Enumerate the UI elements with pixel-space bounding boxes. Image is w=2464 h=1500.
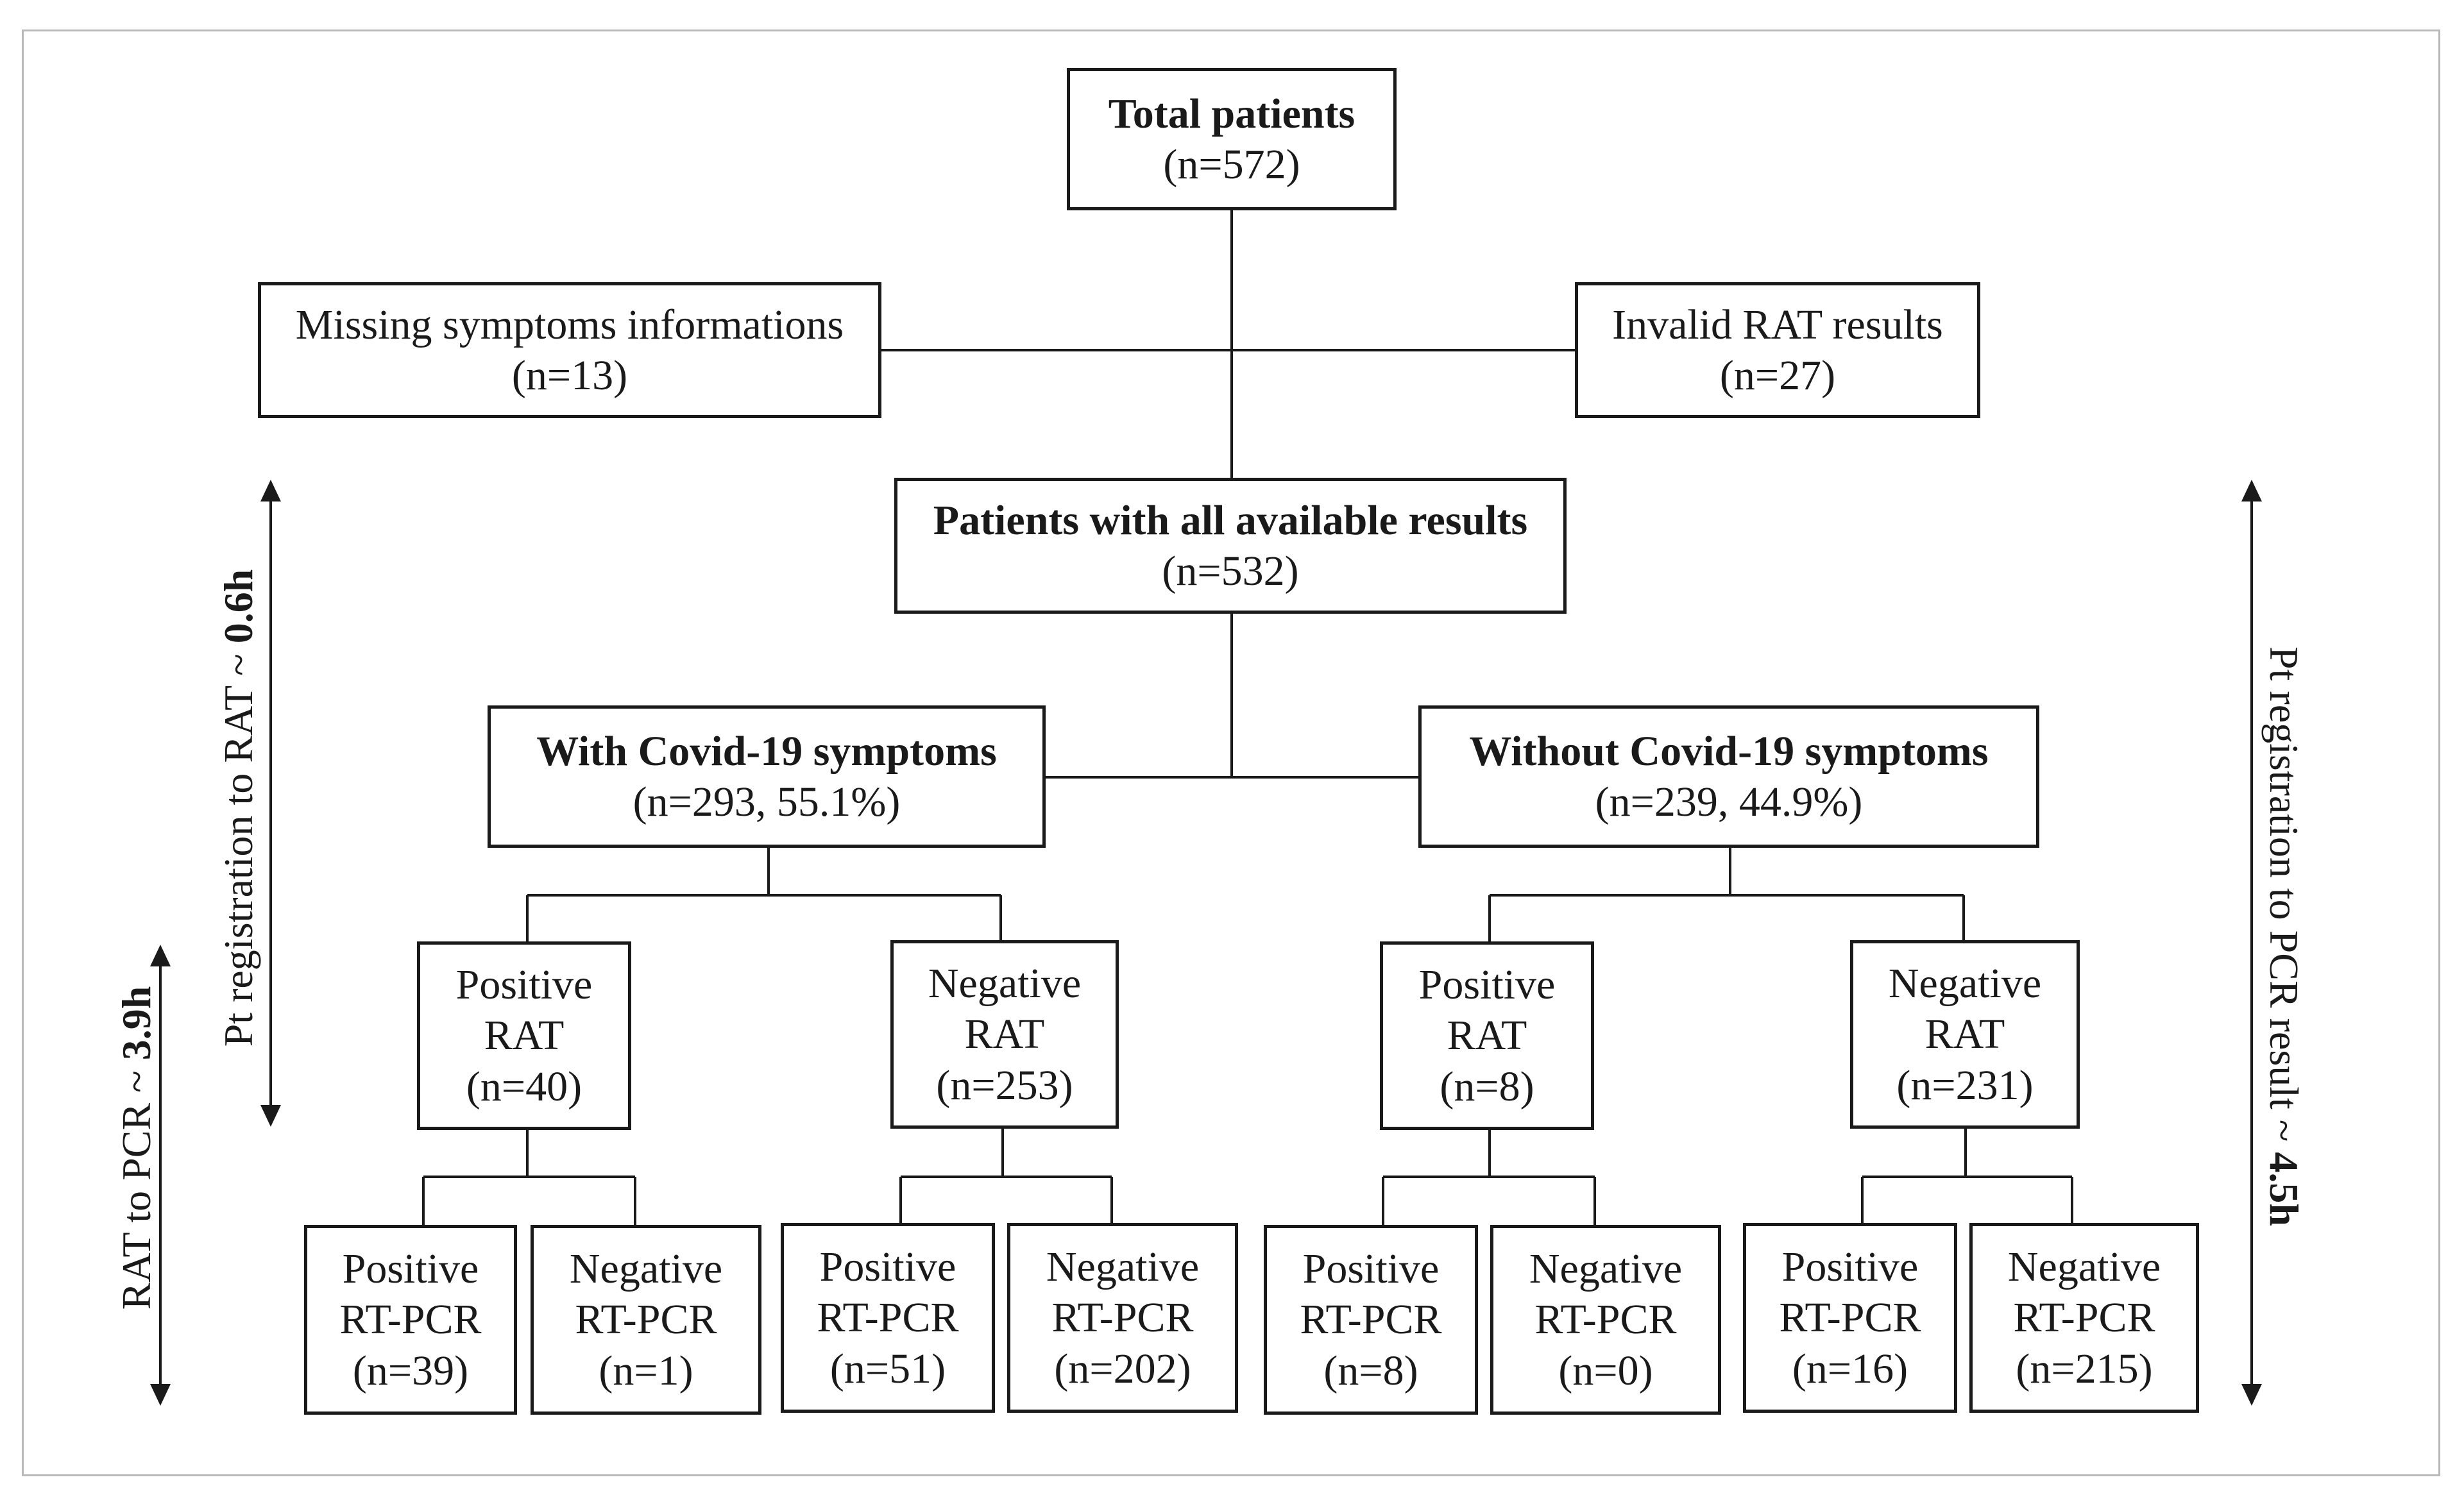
rat-test-label: RAT bbox=[964, 1011, 1045, 1058]
invalid-rat-count: (n=27) bbox=[1719, 352, 1836, 399]
pcr-count: (n=1) bbox=[599, 1347, 693, 1394]
rat-result-label: Negative bbox=[1888, 960, 2042, 1007]
pcr-count: (n=8) bbox=[1323, 1347, 1418, 1394]
timing-text: RAT to PCR ~ bbox=[114, 1060, 159, 1310]
missing-symptoms-box: Missing symptoms informations (n=13) bbox=[258, 282, 881, 418]
reg-to-pcr-label: Pt registration to PCR result ~ 4.5h bbox=[2260, 646, 2307, 1226]
invalid-rat-label: Invalid RAT results bbox=[1612, 301, 1943, 348]
without-symptoms-count: (n=239, 44.9%) bbox=[1595, 779, 1863, 825]
available-results-box: Patients with all available results (n=5… bbox=[894, 478, 1567, 614]
timing-value: 3.9h bbox=[114, 986, 159, 1061]
pcr-result-label: Positive bbox=[342, 1245, 479, 1293]
pcr-count: (n=39) bbox=[352, 1347, 469, 1394]
available-results-count: (n=532) bbox=[1162, 548, 1299, 594]
timing-value: 0.6h bbox=[216, 569, 261, 644]
pcr-test-label: RT-PCR bbox=[2013, 1294, 2155, 1342]
total-patients-box: Total patients (n=572) bbox=[1067, 68, 1397, 210]
timing-text: Pt registration to PCR result ~ bbox=[2261, 646, 2307, 1152]
arrowhead-icon bbox=[2241, 1384, 2262, 1406]
without-negative-rat-box: Negative RAT (n=231) bbox=[1850, 940, 2080, 1129]
with-symptoms-count: (n=293, 55.1%) bbox=[633, 779, 901, 825]
rat-count: (n=40) bbox=[466, 1063, 582, 1110]
without-symptoms-box: Without Covid-19 symptoms (n=239, 44.9%) bbox=[1418, 705, 2039, 848]
rat-test-label: RAT bbox=[484, 1012, 565, 1059]
pcr-test-label: RT-PCR bbox=[339, 1296, 482, 1344]
pcr-result-label: Positive bbox=[1781, 1243, 1919, 1291]
pcr-count: (n=16) bbox=[1792, 1345, 1908, 1392]
without-negrat-neg-pcr-box: Negative RT-PCR (n=215) bbox=[1969, 1223, 2199, 1413]
rat-count: (n=231) bbox=[1896, 1061, 2034, 1109]
rat-count: (n=8) bbox=[1440, 1063, 1534, 1110]
invalid-rat-box: Invalid RAT results (n=27) bbox=[1575, 282, 1980, 418]
pcr-count: (n=202) bbox=[1054, 1345, 1191, 1392]
with-symptoms-title: With Covid-19 symptoms bbox=[536, 727, 997, 775]
pcr-test-label: RT-PCR bbox=[1300, 1296, 1442, 1344]
without-symptoms-title: Without Covid-19 symptoms bbox=[1469, 727, 1989, 775]
arrowhead-icon bbox=[260, 1105, 281, 1127]
rat-result-label: Negative bbox=[928, 960, 1082, 1007]
with-posrat-neg-pcr-box: Negative RT-PCR (n=1) bbox=[531, 1225, 761, 1415]
pcr-result-label: Positive bbox=[1302, 1245, 1440, 1293]
with-negrat-neg-pcr-box: Negative RT-PCR (n=202) bbox=[1007, 1223, 1238, 1413]
pcr-result-label: Negative bbox=[1529, 1245, 1683, 1293]
available-results-title: Patients with all available results bbox=[933, 496, 1528, 544]
without-negrat-pos-pcr-box: Positive RT-PCR (n=16) bbox=[1743, 1223, 1957, 1413]
with-symptoms-box: With Covid-19 symptoms (n=293, 55.1%) bbox=[488, 705, 1046, 848]
pcr-test-label: RT-PCR bbox=[1051, 1294, 1194, 1342]
arrowhead-icon bbox=[150, 945, 171, 966]
total-patients-count: (n=572) bbox=[1163, 141, 1300, 188]
pcr-result-label: Positive bbox=[819, 1243, 956, 1291]
with-negrat-pos-pcr-box: Positive RT-PCR (n=51) bbox=[781, 1223, 995, 1413]
pcr-count: (n=0) bbox=[1558, 1347, 1653, 1394]
pcr-result-label: Negative bbox=[1046, 1243, 1200, 1291]
with-negative-rat-box: Negative RAT (n=253) bbox=[890, 940, 1119, 1129]
timing-value: 4.5h bbox=[2261, 1152, 2307, 1226]
rat-result-label: Positive bbox=[455, 961, 593, 1009]
pcr-test-label: RT-PCR bbox=[1779, 1294, 1921, 1342]
rat-result-label: Positive bbox=[1418, 961, 1556, 1009]
with-positive-rat-box: Positive RAT (n=40) bbox=[417, 941, 631, 1130]
rat-to-pcr-label: RAT to PCR ~ 3.9h bbox=[113, 986, 160, 1310]
pcr-count: (n=51) bbox=[829, 1345, 946, 1392]
rat-test-label: RAT bbox=[1447, 1012, 1527, 1059]
figure-frame bbox=[22, 29, 2440, 1476]
timing-text: Pt registration to RAT ~ bbox=[216, 643, 261, 1047]
total-patients-title: Total patients bbox=[1108, 90, 1355, 137]
reg-to-rat-label: Pt registration to RAT ~ 0.6h bbox=[215, 569, 262, 1047]
pcr-result-label: Negative bbox=[569, 1245, 723, 1293]
rat-test-label: RAT bbox=[1924, 1011, 2005, 1058]
pcr-result-label: Negative bbox=[2007, 1243, 2161, 1291]
pcr-count: (n=215) bbox=[2016, 1345, 2153, 1392]
pcr-test-label: RT-PCR bbox=[575, 1296, 717, 1344]
pcr-test-label: RT-PCR bbox=[1534, 1296, 1677, 1344]
arrowhead-icon bbox=[2241, 480, 2262, 501]
with-posrat-pos-pcr-box: Positive RT-PCR (n=39) bbox=[304, 1225, 517, 1415]
without-positive-rat-box: Positive RAT (n=8) bbox=[1380, 941, 1594, 1130]
without-posrat-neg-pcr-box: Negative RT-PCR (n=0) bbox=[1490, 1225, 1721, 1415]
arrowhead-icon bbox=[260, 480, 281, 501]
arrowhead-icon bbox=[150, 1384, 171, 1406]
missing-symptoms-label: Missing symptoms informations bbox=[295, 301, 844, 348]
without-posrat-pos-pcr-box: Positive RT-PCR (n=8) bbox=[1264, 1225, 1478, 1415]
pcr-test-label: RT-PCR bbox=[817, 1294, 959, 1342]
missing-symptoms-count: (n=13) bbox=[511, 352, 628, 399]
rat-count: (n=253) bbox=[936, 1061, 1073, 1109]
